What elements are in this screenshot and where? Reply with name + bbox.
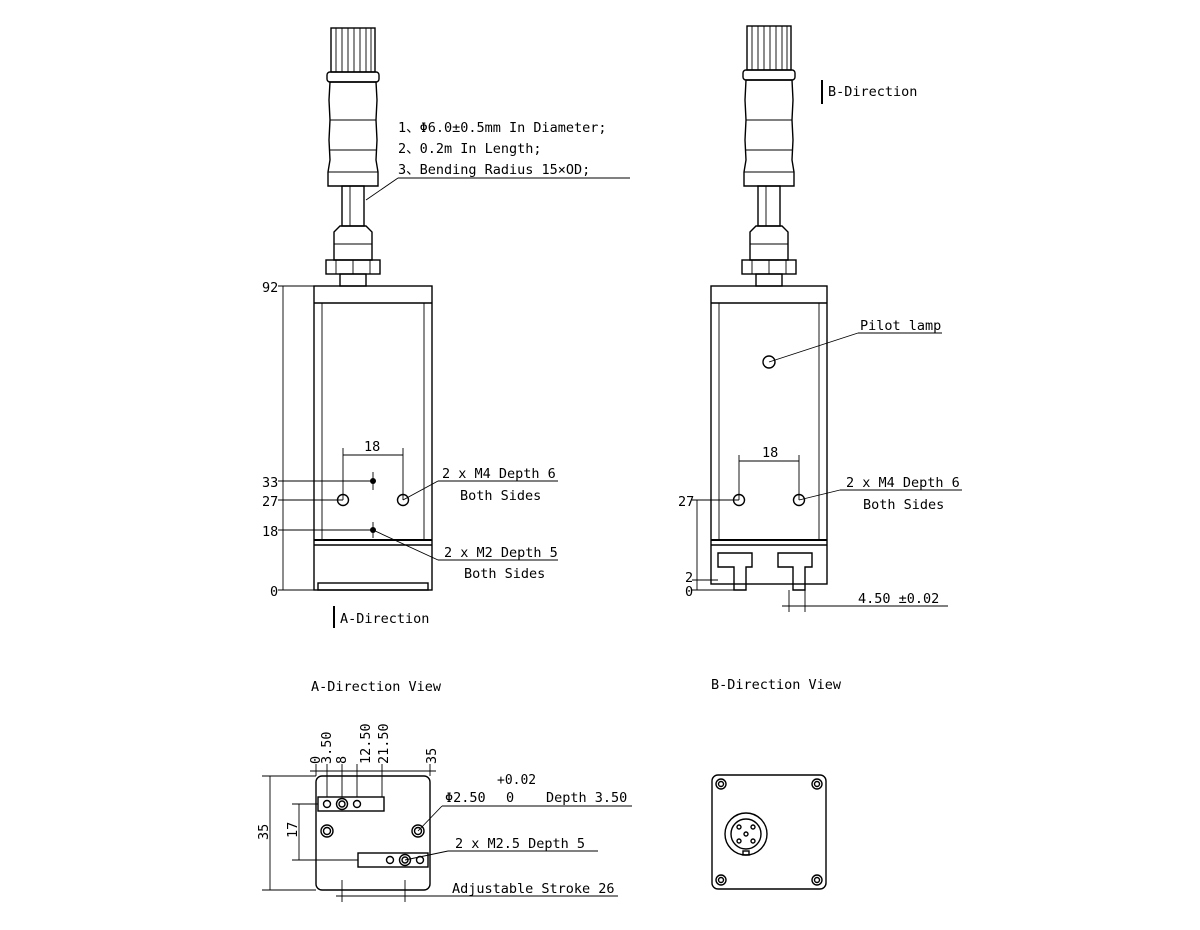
- tolerance-label: 4.50 ±0.02: [858, 591, 939, 607]
- top-slot: [317, 796, 385, 812]
- side-dim-2: 2: [685, 570, 693, 586]
- pin-tol-lower: 0: [506, 790, 514, 806]
- cable-note-3: 3、Bending Radius 15×OD;: [398, 162, 590, 178]
- side-height-dimension: 27 2 0: [678, 494, 739, 600]
- dim-27: 27: [262, 494, 278, 510]
- m4-note-line2: Both Sides: [460, 488, 541, 504]
- pilot-lamp-label: Pilot lamp: [860, 318, 941, 334]
- a-dim-left-35: 35: [256, 824, 272, 840]
- dim-92: 92: [262, 280, 278, 296]
- front-height-dimension: 92 33 27 18 0: [262, 280, 373, 600]
- stroke-note: Adjustable Stroke 26: [452, 881, 615, 897]
- a-dim-8: 8: [334, 756, 350, 764]
- dim-33: 33: [262, 475, 278, 491]
- side-body: [710, 285, 828, 591]
- cable-note-2: 2、0.2m In Length;: [398, 141, 542, 157]
- dim-0: 0: [270, 584, 278, 600]
- side-dim-0: 0: [685, 584, 693, 600]
- side-m4-note: 2 x M4 Depth 6 Both Sides: [798, 475, 962, 513]
- side-hole-spacing: 18: [738, 445, 800, 500]
- front-m2-note: 2 x M2 Depth 5 Both Sides: [372, 529, 558, 582]
- b-direction-view: B-Direction View: [711, 677, 842, 890]
- side-view: 27 2 0 18 Pilot lamp 2 x M4 Depth 6 Both…: [678, 25, 962, 612]
- side-spacing-18: 18: [762, 445, 778, 461]
- m2-note-line2: Both Sides: [464, 566, 545, 582]
- a-direction-marker: A-Direction: [333, 606, 429, 628]
- side-connector: [741, 25, 797, 287]
- a-view-title: A-Direction View: [311, 679, 442, 695]
- front-body: [313, 285, 433, 591]
- spacing-18: 18: [364, 439, 380, 455]
- pilot-lamp-note: Pilot lamp: [768, 318, 942, 363]
- pilot-lamp: [762, 355, 776, 369]
- pin-dia: Φ2.50: [445, 790, 486, 806]
- side-tolerance-note: 4.50 ±0.02: [782, 590, 948, 612]
- cable-note: 1、Φ6.0±0.5mm In Diameter; 2、0.2m In Leng…: [365, 120, 630, 201]
- a-direction-label: A-Direction: [340, 611, 429, 627]
- side-m4-note-line1: 2 x M4 Depth 6: [846, 475, 960, 491]
- dim-18: 18: [262, 524, 278, 540]
- b-direction-marker: B-Direction: [821, 80, 917, 104]
- front-connector: [325, 27, 381, 287]
- cable-note-1: 1、Φ6.0±0.5mm In Diameter;: [398, 120, 607, 136]
- a-view-body: [315, 775, 431, 891]
- side-m4-note-line2: Both Sides: [863, 497, 944, 513]
- a-direction-view: A-Direction View 0 3.50 8 12.50 21.50 35: [256, 679, 632, 902]
- b-view-title: B-Direction View: [711, 677, 842, 693]
- a-dim-left-17: 17: [285, 822, 301, 838]
- pin-depth: Depth 3.50: [546, 790, 627, 806]
- m2-note-line1: 2 x M2 Depth 5: [444, 545, 558, 561]
- a-dim-12-50: 12.50: [358, 723, 374, 764]
- a-dim-3-50: 3.50: [319, 731, 335, 764]
- pin-tol-upper: +0.02: [497, 773, 536, 788]
- front-m4-note: 2 x M4 Depth 6 Both Sides: [402, 466, 558, 504]
- a-dim-21-50: 21.50: [376, 723, 392, 764]
- front-view: 92 33 27 18 0 18 1、Φ6.0±0.5mm In Diamete…: [262, 27, 630, 628]
- side-dim-27: 27: [678, 494, 694, 510]
- front-hole-spacing: 18: [342, 439, 404, 500]
- b-view-flange: [711, 774, 827, 890]
- m4-note-line1: 2 x M4 Depth 6: [442, 466, 556, 482]
- b-direction-label: B-Direction: [828, 84, 917, 100]
- a-dim-0: 0: [308, 756, 324, 764]
- a-dim-35: 35: [424, 748, 440, 764]
- m25-note: 2 x M2.5 Depth 5: [455, 836, 585, 852]
